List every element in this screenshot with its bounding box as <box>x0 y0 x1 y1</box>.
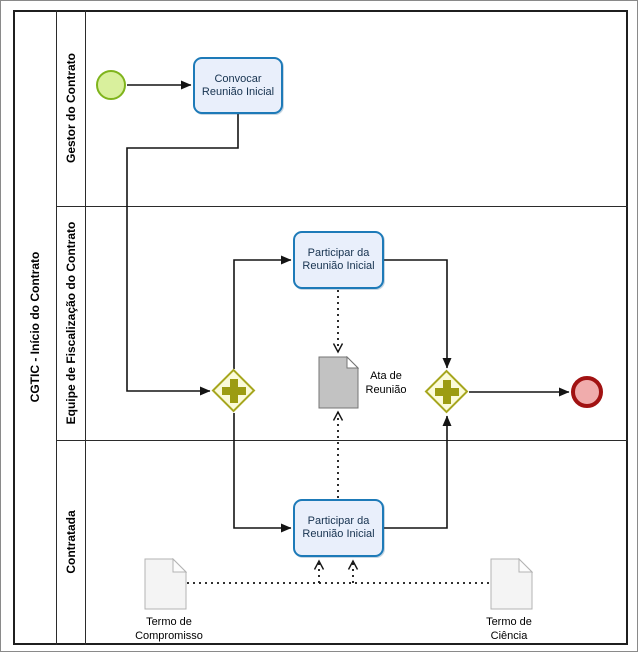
end-event <box>571 376 603 408</box>
task-label-line: Reunião Inicial <box>302 528 375 540</box>
lane-divider-1 <box>56 206 628 207</box>
task-label-line: Participar da <box>307 247 370 259</box>
document-ata-reuniao-icon <box>318 356 359 409</box>
sequence-flow-participar-contratada-to-join-gateway <box>384 415 452 529</box>
task-label-line: Convocar <box>214 72 262 85</box>
sequence-flow-split-to-participar-equipe <box>233 255 292 369</box>
task-label-line: Reunião Inicial <box>201 85 275 98</box>
document-label-ciencia: Termo de Ciência <box>486 616 532 642</box>
document-label-ata: Ata de Reunião <box>365 370 407 396</box>
task-participar-reuniao-equipe: Participar da Reunião Inicial <box>293 231 384 289</box>
sequence-flow-convocar-to-split-gateway <box>126 114 239 396</box>
sequence-flow-participar-equipe-to-join-gateway <box>384 259 452 369</box>
plus-icon <box>443 380 451 404</box>
start-event <box>96 70 126 100</box>
task-label-line: Participar da <box>307 515 370 527</box>
task-participar-reuniao-contratada: Participar da Reunião Inicial <box>293 499 384 557</box>
sequence-flow-split-to-participar-contratada <box>233 413 292 533</box>
lane-divider-2 <box>56 440 628 441</box>
document-termo-ciencia-icon <box>490 558 533 610</box>
plus-icon <box>230 379 238 403</box>
parallel-gateway-join <box>424 369 469 414</box>
task-convocar-reuniao-inicial: Convocar Reunião Inicial <box>193 57 283 114</box>
task-label-line: Reunião Inicial <box>302 260 375 272</box>
pool-title-divider <box>56 10 57 645</box>
parallel-gateway-split <box>211 368 256 413</box>
pool-cgtic <box>13 10 628 645</box>
document-termo-compromisso-icon <box>144 558 187 610</box>
lane-label-divider <box>85 10 86 645</box>
document-label-compromisso: Termo de Compromisso <box>135 616 203 642</box>
